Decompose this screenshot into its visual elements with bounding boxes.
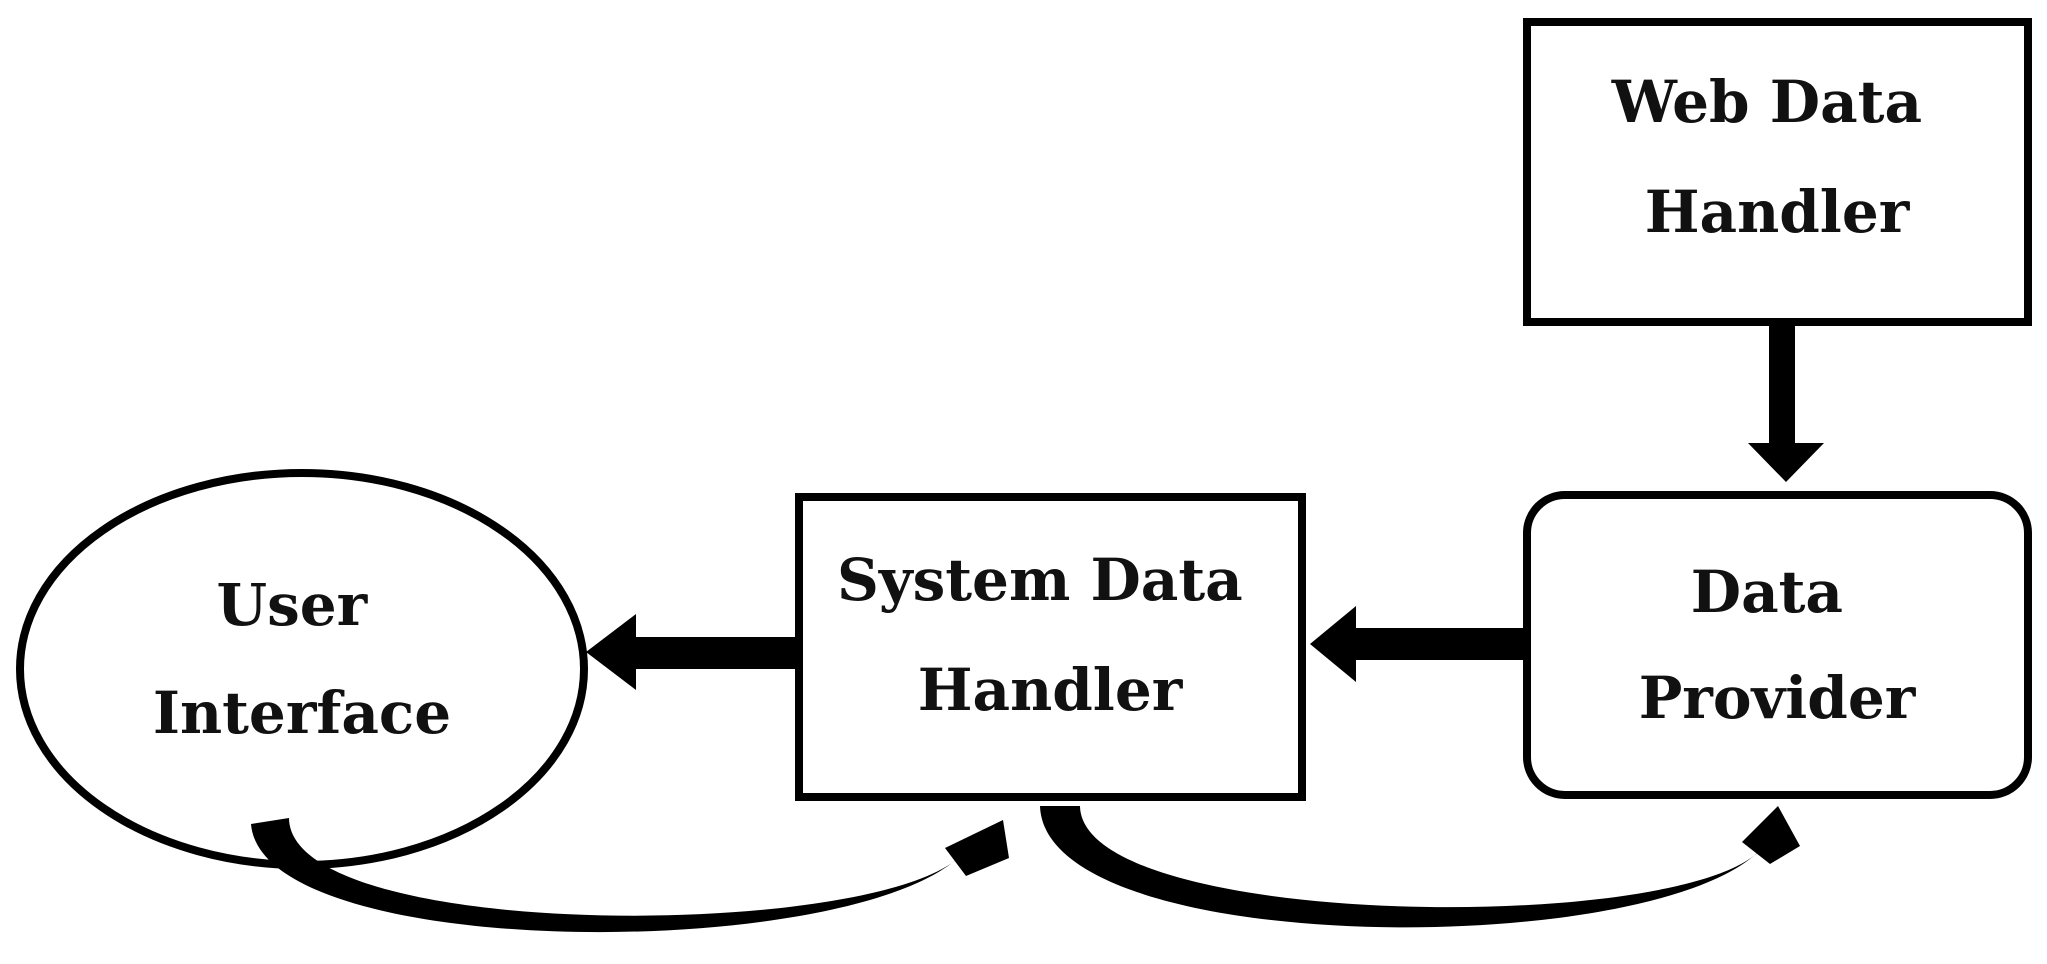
svg-text:Data Provider: Data Provider (1639, 558, 1917, 732)
web-data-handler-node: Web Data Handler (1523, 18, 2032, 326)
web-data-handler-box (1523, 18, 2032, 326)
user-interface-label-line2: Interface (153, 679, 451, 747)
web-data-handler-label-line2: Handler (1645, 178, 1911, 246)
svg-text:System Data Handler: System Data Handler (837, 546, 1263, 724)
data-provider-label-line1: Data (1691, 558, 1843, 626)
curved-arrow-ui-to-system-head (945, 820, 1009, 876)
user-interface-ellipse (16, 469, 588, 869)
web-data-handler-label-line1: Web Data (1611, 68, 1922, 136)
system-data-handler-node: System Data Handler (795, 493, 1306, 801)
user-interface-label-line1: User (217, 571, 369, 639)
data-provider-label-line2: Provider (1639, 664, 1917, 732)
arrow-system-to-ui (586, 614, 796, 690)
system-data-handler-label-line2: Handler (918, 656, 1184, 724)
curved-arrow-system-to-provider-head (1742, 806, 1800, 864)
data-provider-node: Data Provider (1523, 491, 2032, 799)
arrow-web-to-provider-shaft (1769, 326, 1795, 444)
arrow-web-to-provider-head (1748, 443, 1824, 482)
curved-arrow-ui-to-system-body (251, 818, 966, 933)
svg-text:User Interface: User Interface (153, 571, 451, 747)
curved-arrow-system-to-provider (1040, 806, 1800, 928)
user-interface-node: User Interface (16, 469, 588, 869)
arrow-provider-to-system (1310, 606, 1523, 682)
system-data-handler-box (795, 493, 1306, 801)
curved-arrow-system-to-provider-body (1040, 806, 1762, 928)
curved-arrow-ui-to-system (251, 818, 1009, 933)
svg-text:Web Data Handler: Web Data Handler (1611, 68, 1943, 246)
data-provider-box (1523, 491, 2032, 799)
arrow-web-to-provider (1748, 326, 1824, 482)
arrow-system-to-ui-head (586, 614, 636, 690)
arrow-provider-to-system-head (1310, 606, 1356, 682)
system-data-handler-label-line1: System Data (837, 546, 1243, 614)
arrow-system-to-ui-shaft (634, 637, 796, 669)
arrow-provider-to-system-shaft (1355, 628, 1523, 660)
